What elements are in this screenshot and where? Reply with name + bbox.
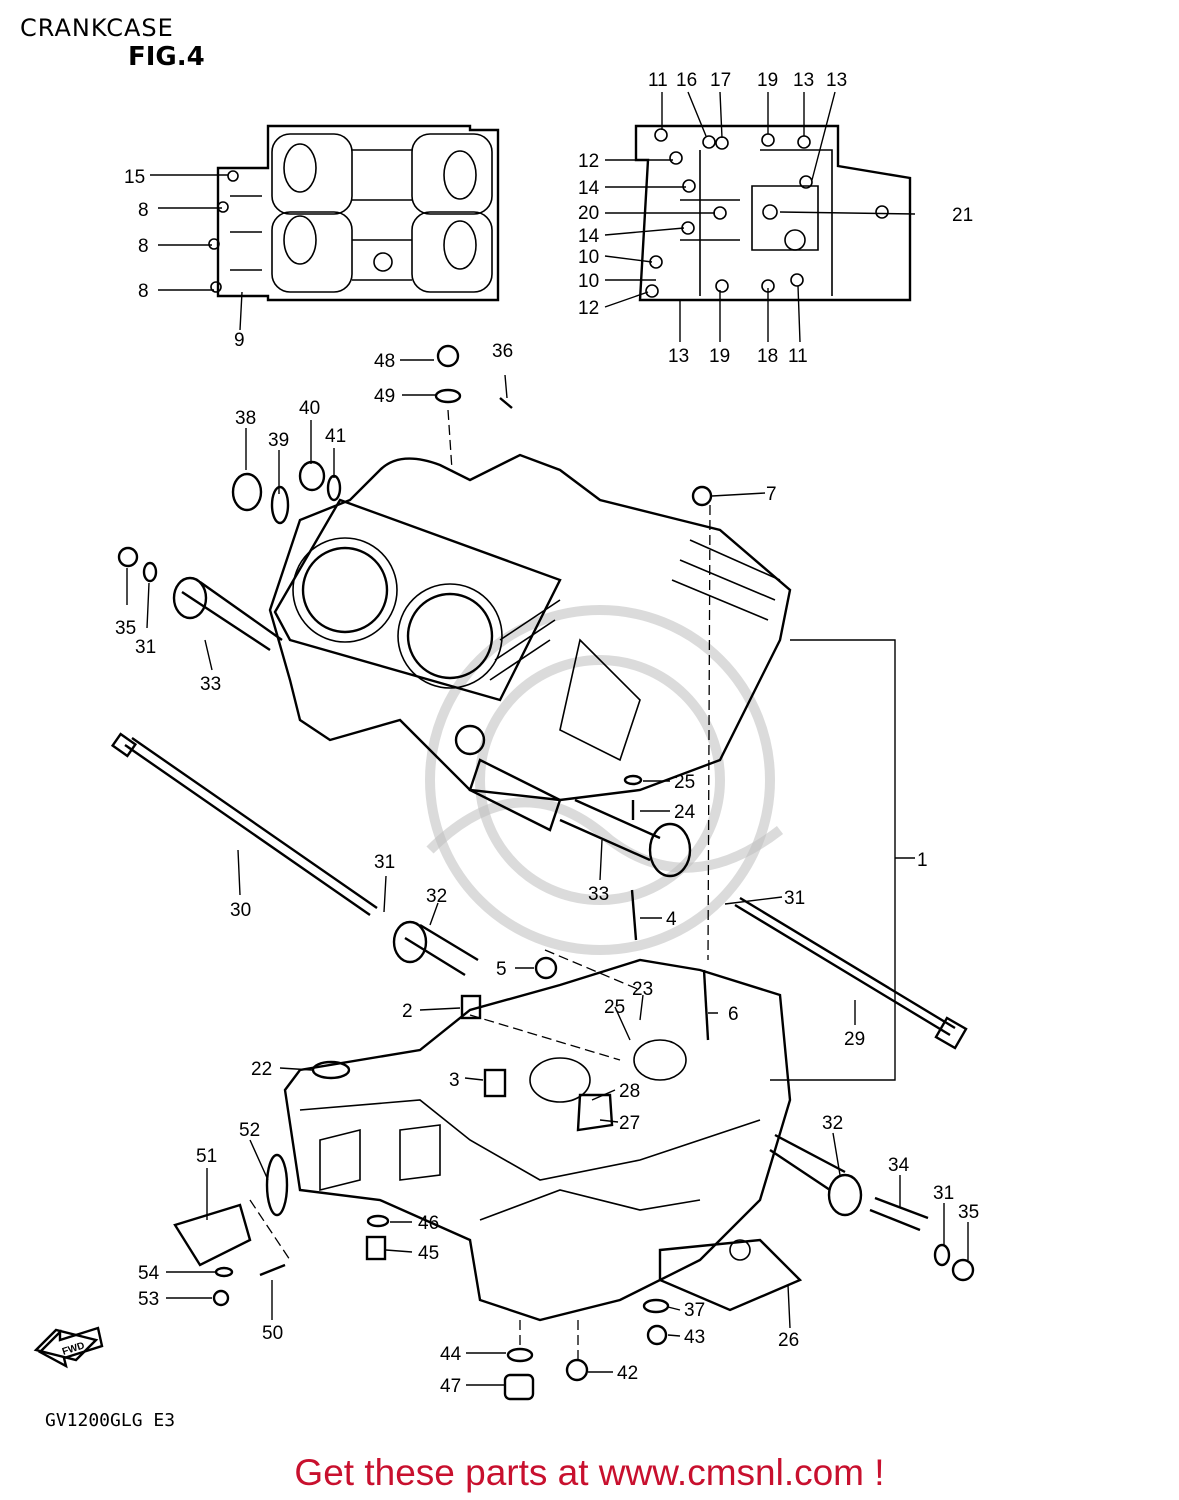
callout: 37 xyxy=(684,1300,705,1321)
callout: 25 xyxy=(604,997,625,1018)
callout: 35 xyxy=(115,618,136,639)
callout: 43 xyxy=(684,1327,705,1348)
callout: 29 xyxy=(844,1029,865,1050)
callout: 54 xyxy=(138,1263,160,1284)
assembly-dash-lines xyxy=(249,409,711,1360)
upper-case-top-view xyxy=(208,124,500,302)
page-title: CRANKCASE xyxy=(20,14,174,42)
small-parts xyxy=(33,344,975,1401)
callout: 34 xyxy=(888,1155,910,1176)
callout: 38 xyxy=(235,408,256,429)
callout: 12 xyxy=(578,298,599,319)
callout: 3 xyxy=(449,1070,460,1091)
callout-numbers: 15 8 8 8 9 11 16 17 19 13 13 12 14 20 14… xyxy=(115,70,979,1397)
callout: 6 xyxy=(728,1004,739,1025)
callout: 36 xyxy=(492,341,513,362)
callout: 52 xyxy=(239,1120,260,1141)
callout: 8 xyxy=(138,200,149,221)
callout: 53 xyxy=(138,1289,159,1310)
callout: 51 xyxy=(196,1146,217,1167)
callout: 30 xyxy=(230,900,251,921)
callout: 21 xyxy=(952,205,973,226)
callout: 22 xyxy=(251,1059,272,1080)
callout: 48 xyxy=(374,351,395,372)
fwd-arrow-icon: FWD xyxy=(38,1326,104,1369)
callout: 23 xyxy=(632,979,653,1000)
figure-number: FIG.4 xyxy=(128,42,205,72)
callout: 10 xyxy=(578,271,599,292)
callout: 19 xyxy=(709,346,730,367)
watermark-logo xyxy=(425,605,784,955)
upper-crankcase xyxy=(268,453,792,832)
callout: 40 xyxy=(299,398,320,419)
callout: 47 xyxy=(440,1376,461,1397)
callout: 45 xyxy=(418,1243,439,1264)
lower-case-bottom-view xyxy=(634,124,912,302)
callout: 15 xyxy=(124,167,145,188)
callout: 11 xyxy=(648,70,668,91)
callout: 5 xyxy=(496,959,507,980)
callout: 39 xyxy=(268,430,289,451)
callout: 13 xyxy=(793,70,814,91)
callout: 31 xyxy=(784,888,805,909)
callout: 12 xyxy=(578,151,599,172)
callout: 8 xyxy=(138,236,149,257)
callout: 7 xyxy=(766,484,777,505)
bolts-and-shafts xyxy=(110,576,968,1232)
callout: 19 xyxy=(757,70,778,91)
callout: 17 xyxy=(710,70,731,91)
callout: 50 xyxy=(262,1323,283,1344)
callout: 25 xyxy=(674,772,695,793)
callout: 35 xyxy=(958,1202,979,1223)
lower-crankcase xyxy=(283,958,803,1322)
callout: 20 xyxy=(578,203,599,224)
callout: 9 xyxy=(234,330,245,351)
callout: 33 xyxy=(588,884,609,905)
callout: 32 xyxy=(822,1113,843,1134)
callout: 27 xyxy=(619,1113,640,1134)
callout: 11 xyxy=(788,346,808,367)
callout: 49 xyxy=(374,386,395,407)
callout: 10 xyxy=(578,247,599,268)
callout: 13 xyxy=(826,70,847,91)
callout: 24 xyxy=(674,802,696,823)
callout: 41 xyxy=(325,426,346,447)
leader-lines xyxy=(126,91,969,1386)
callout: 13 xyxy=(668,346,689,367)
callout: 31 xyxy=(933,1183,954,1204)
callout: 44 xyxy=(440,1344,462,1365)
callout: 31 xyxy=(135,637,156,658)
callout: 1 xyxy=(917,850,928,871)
footer-link[interactable]: Get these parts at www.cmsnl.com ! xyxy=(294,1452,885,1493)
callout: 26 xyxy=(778,1330,799,1351)
callout: 14 xyxy=(578,178,600,199)
callout: 2 xyxy=(402,1001,413,1022)
model-code: GV1200GLG E3 xyxy=(45,1410,176,1431)
callout: 18 xyxy=(757,346,778,367)
callout: 4 xyxy=(666,909,677,930)
callout: 33 xyxy=(200,674,221,695)
callout: 31 xyxy=(374,852,395,873)
callout: 28 xyxy=(619,1081,640,1102)
callout: 46 xyxy=(418,1213,439,1234)
callout: 42 xyxy=(617,1363,638,1384)
callout: 32 xyxy=(426,886,447,907)
callout: 14 xyxy=(578,226,600,247)
callout: 16 xyxy=(676,70,697,91)
callout: 8 xyxy=(138,281,149,302)
